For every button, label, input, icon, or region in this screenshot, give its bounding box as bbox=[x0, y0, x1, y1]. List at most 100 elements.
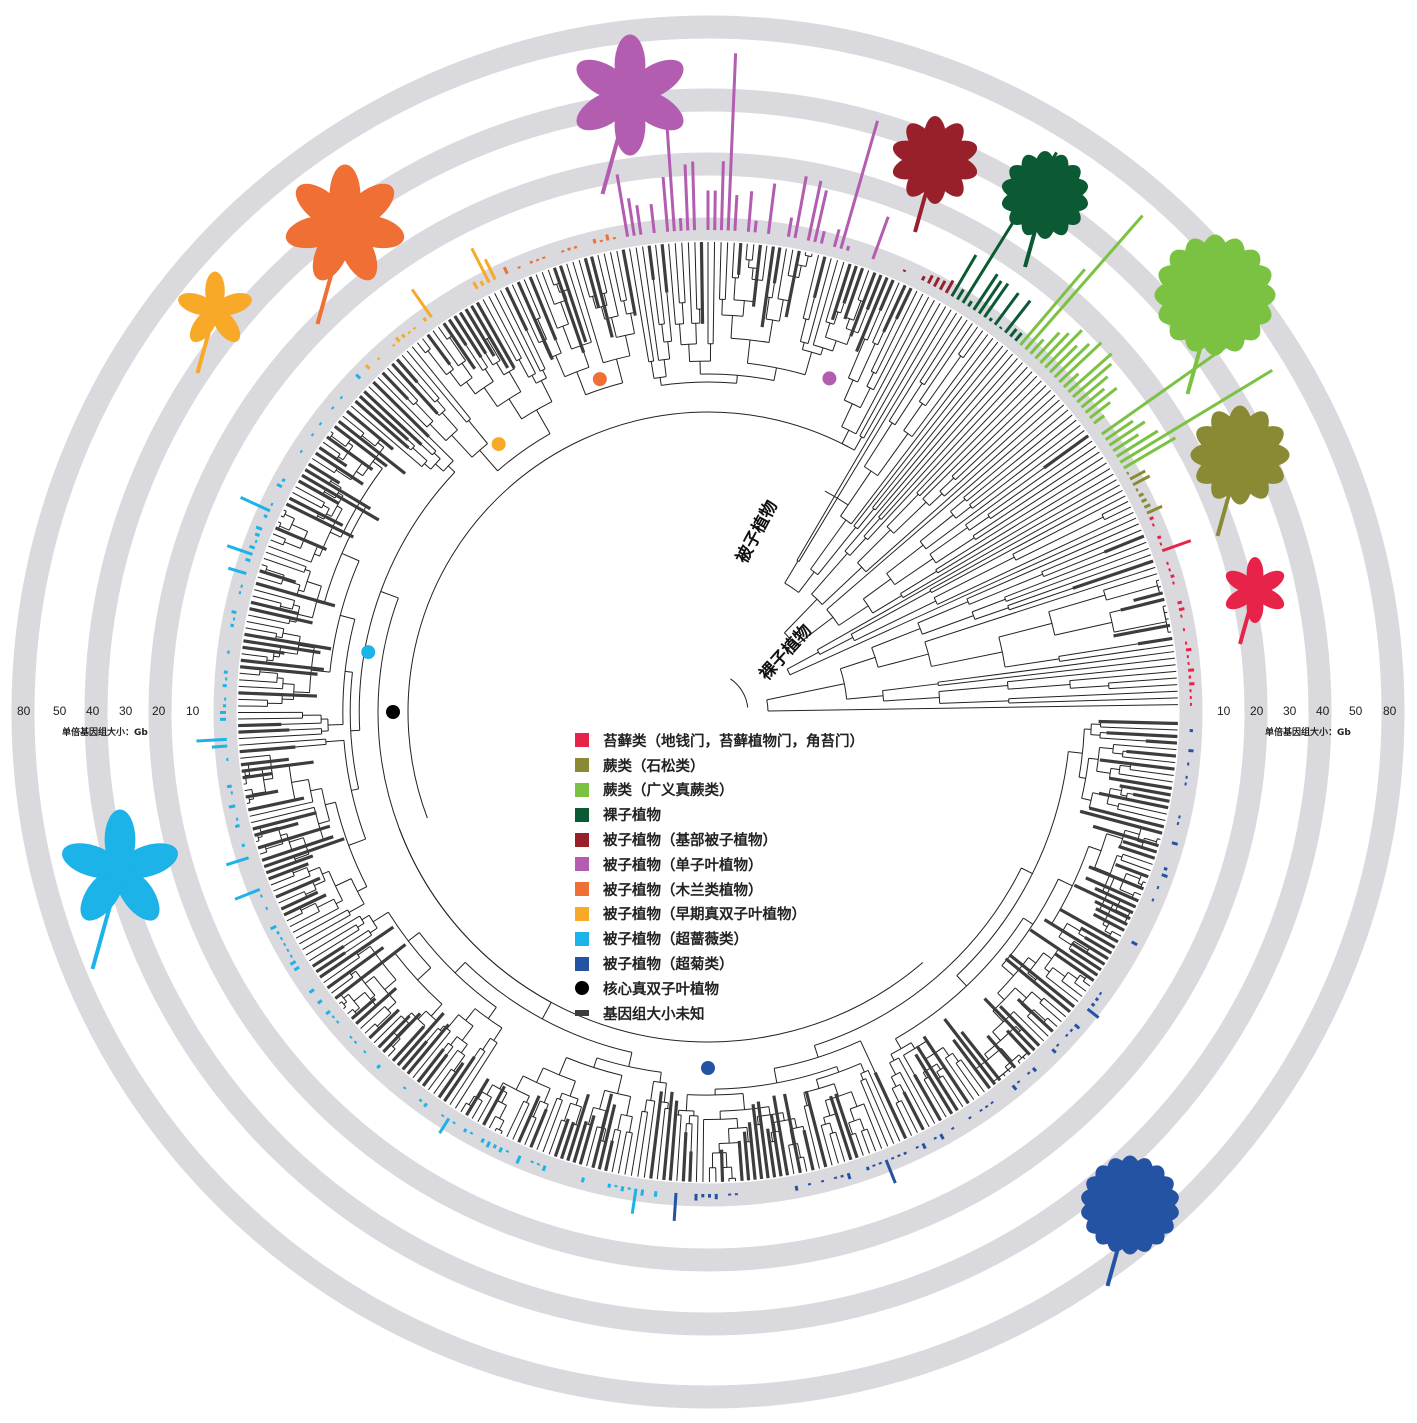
genome-size-bar bbox=[944, 279, 955, 294]
legend-swatch bbox=[575, 782, 589, 797]
tree-branch bbox=[782, 1112, 785, 1121]
unknown-size-tip bbox=[756, 1101, 770, 1179]
tree-branch bbox=[1120, 764, 1131, 768]
tree-branch bbox=[1068, 751, 1083, 754]
tree-branch bbox=[789, 517, 1137, 676]
stem bbox=[1215, 454, 1242, 537]
tree-branch bbox=[694, 242, 698, 310]
tree-branch bbox=[873, 293, 924, 391]
genome-size-bar bbox=[1171, 841, 1179, 846]
unknown-size-tip bbox=[865, 274, 883, 311]
tree-branch bbox=[280, 515, 284, 518]
tree-branch bbox=[310, 788, 322, 792]
genome-size-bar bbox=[226, 784, 232, 789]
legend-label: 蕨类（石松类） bbox=[603, 758, 705, 775]
tree-branch bbox=[742, 300, 745, 317]
tree-branch bbox=[603, 293, 608, 306]
tree-branch bbox=[936, 1063, 941, 1070]
unknown-size-tip bbox=[238, 722, 282, 728]
genome-size-bar bbox=[391, 343, 396, 348]
tree-branch bbox=[387, 367, 419, 402]
tree-branch bbox=[663, 1083, 667, 1103]
unknown-size-tip bbox=[1016, 997, 1054, 1033]
genome-size-bar bbox=[933, 1136, 937, 1140]
genome-size-bar bbox=[530, 1160, 534, 1164]
tree-branch bbox=[1013, 1011, 1045, 1042]
tree-branch bbox=[863, 578, 892, 600]
tree-branch bbox=[449, 371, 462, 387]
unknown-size-tip bbox=[986, 1034, 1017, 1069]
tree-branch bbox=[433, 1068, 452, 1094]
tree-branch bbox=[1117, 808, 1166, 821]
tree-branch bbox=[882, 683, 939, 692]
tree-branch bbox=[855, 296, 930, 435]
tree-branch bbox=[825, 261, 845, 322]
genome-size-bar bbox=[635, 205, 643, 235]
tree-branch bbox=[950, 498, 966, 512]
stem bbox=[1238, 589, 1257, 645]
genome-size-bar bbox=[607, 1183, 612, 1189]
genome-size-bar bbox=[1080, 387, 1106, 409]
genome-size-bar bbox=[276, 482, 283, 489]
unknown-size-tip bbox=[259, 569, 297, 584]
pinecone-icon bbox=[1001, 151, 1089, 268]
lycophyte-icon bbox=[1190, 405, 1290, 537]
unknown-size-tip bbox=[914, 1053, 954, 1115]
tree-branch bbox=[859, 1118, 865, 1131]
tree-branch bbox=[922, 380, 1042, 500]
tree-branch bbox=[575, 1098, 579, 1106]
tree-arc bbox=[443, 460, 454, 472]
tree-branch bbox=[891, 1088, 900, 1103]
tree-branch bbox=[372, 460, 383, 469]
tree-branch bbox=[853, 436, 863, 451]
unknown-size-tip bbox=[238, 691, 318, 698]
petal bbox=[116, 868, 160, 921]
tree-branch bbox=[900, 570, 937, 595]
unknown-size-tip bbox=[333, 425, 388, 468]
tree-branch bbox=[836, 1066, 840, 1073]
tree-branch bbox=[736, 375, 738, 384]
unknown-size-tip bbox=[772, 247, 782, 284]
unknown-size-tip bbox=[325, 435, 374, 472]
tree-branch bbox=[939, 477, 955, 492]
tree-branch bbox=[348, 903, 365, 913]
tree-branch bbox=[925, 355, 962, 407]
legend-swatch bbox=[575, 906, 589, 921]
genome-size-bar bbox=[469, 1131, 474, 1135]
tree-branch bbox=[430, 1003, 443, 1017]
genome-size-bar bbox=[276, 930, 280, 935]
tree-branch bbox=[488, 1116, 496, 1129]
tree-branch bbox=[284, 541, 301, 549]
tree-branch bbox=[824, 1100, 831, 1116]
tree-branch bbox=[369, 927, 378, 934]
tree-branch bbox=[600, 306, 606, 320]
unknown-size-tip bbox=[894, 287, 913, 320]
tree-branch bbox=[863, 1103, 883, 1149]
tree-branch bbox=[1008, 697, 1178, 704]
tree-branch bbox=[239, 738, 326, 746]
unknown-size-tip bbox=[849, 272, 877, 337]
tree-branch bbox=[960, 1059, 985, 1093]
legend-label: 核心真双子叶植物 bbox=[603, 981, 719, 998]
unknown-size-tip bbox=[747, 1122, 757, 1180]
chicory-icon bbox=[1081, 1155, 1179, 1287]
tree-branch bbox=[1079, 974, 1086, 979]
tree-branch bbox=[867, 366, 1028, 540]
tree-branch bbox=[484, 368, 494, 382]
tree-branch bbox=[1078, 776, 1086, 779]
tree-branch bbox=[1041, 529, 1142, 573]
tree-branch bbox=[1006, 548, 1149, 602]
genome-size-bar bbox=[661, 177, 670, 232]
unknown-size-tip bbox=[391, 1025, 426, 1062]
unknown-size-tip bbox=[275, 876, 321, 899]
tree-branch bbox=[1067, 922, 1081, 932]
tree-branch bbox=[798, 571, 815, 593]
tree-branch bbox=[1069, 670, 1177, 682]
tree-branch bbox=[929, 484, 1120, 591]
tree-branch bbox=[428, 1049, 459, 1091]
genome-size-bar bbox=[355, 373, 362, 380]
unknown-size-tip bbox=[528, 276, 558, 341]
tree-branch bbox=[273, 875, 311, 892]
tree-branch bbox=[997, 992, 1005, 1000]
genome-size-bar bbox=[615, 174, 630, 238]
